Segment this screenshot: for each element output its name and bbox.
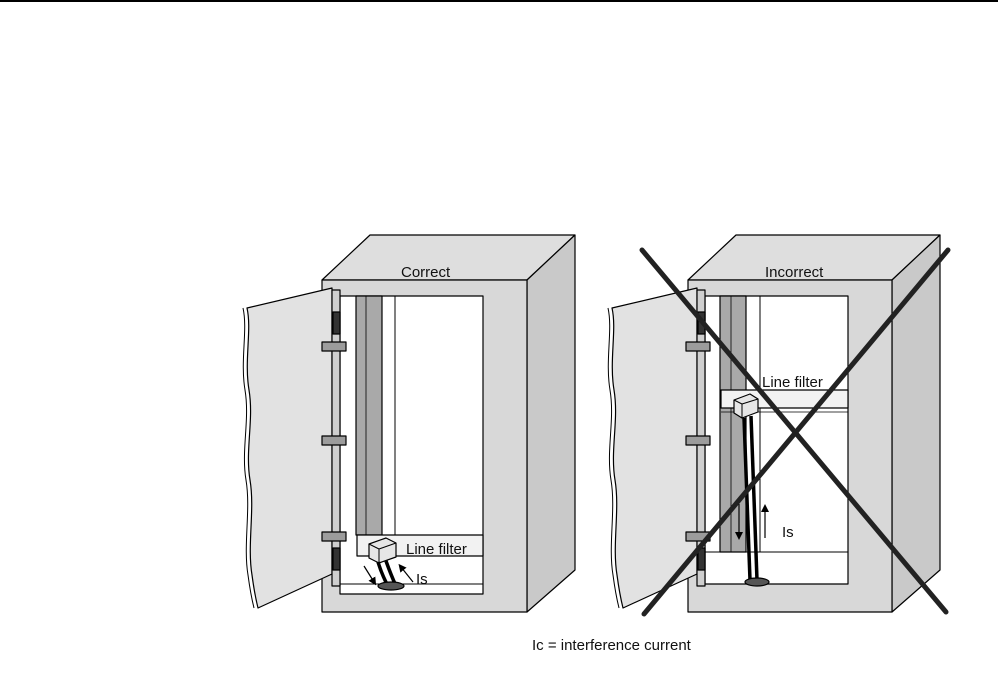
line-filter-label-incorrect: Line filter [762, 374, 823, 391]
cabinet-side [527, 235, 575, 612]
door-hinge [686, 342, 710, 351]
figure-caption: Ic = interference current [532, 637, 691, 654]
correct-label: Correct [401, 264, 451, 281]
cabinet-door [612, 288, 697, 608]
current-label-correct: Is [416, 571, 428, 588]
cabinet-door [247, 288, 332, 608]
cable-entry [745, 578, 769, 586]
door-hinge [322, 532, 346, 541]
door-hinge [686, 436, 710, 445]
mounting-rail [356, 296, 382, 535]
line-filter-label-correct: Line filter [406, 541, 467, 558]
door-hinge [322, 342, 346, 351]
cabinet-incorrect [608, 235, 940, 612]
door-hinge [322, 436, 346, 445]
mounting-rail [720, 296, 746, 552]
current-label-incorrect: Is [782, 524, 794, 541]
cable-entry [378, 582, 404, 590]
incorrect-label: Incorrect [765, 264, 824, 281]
